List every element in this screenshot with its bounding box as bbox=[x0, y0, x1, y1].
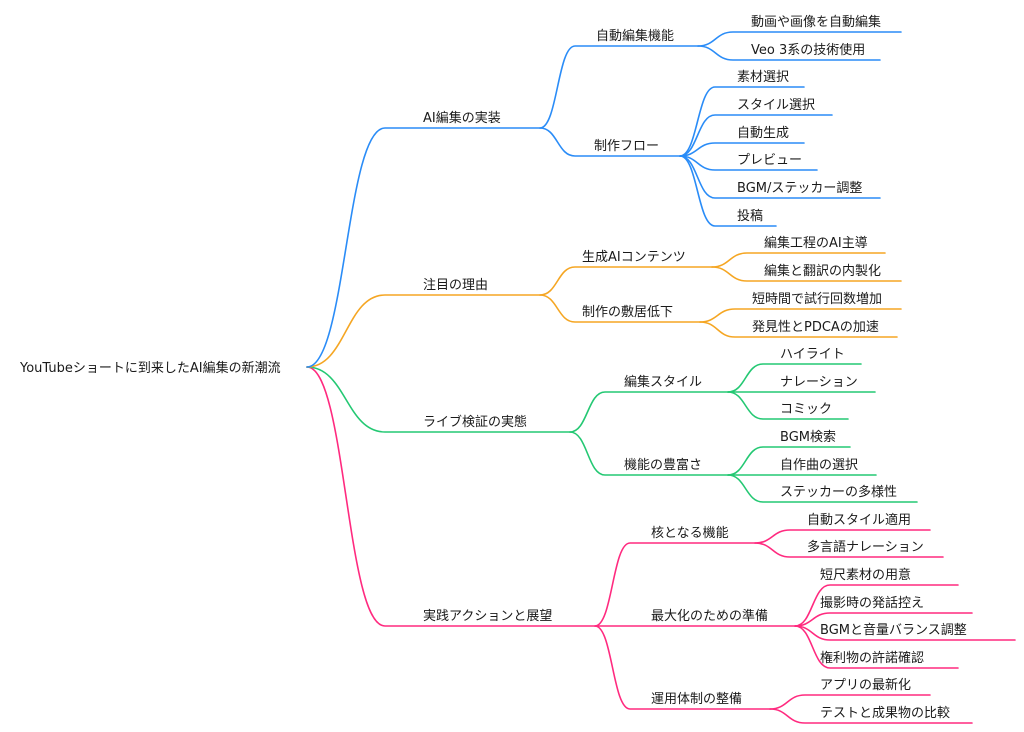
leaf-connector bbox=[794, 625, 959, 669]
leaf-node[interactable]: 自動生成 bbox=[737, 126, 789, 141]
leaf-node[interactable]: ナレーション bbox=[780, 375, 858, 390]
subtopic-node[interactable]: 生成AIコンテンツ bbox=[582, 250, 686, 265]
subtopic-node[interactable]: 制作の敷居低下 bbox=[582, 305, 673, 320]
leaf-node[interactable]: 撮影時の発話控え bbox=[820, 595, 924, 611]
branch-connector bbox=[306, 127, 541, 368]
leaf-connector bbox=[711, 266, 902, 282]
leaf-node[interactable]: 素材選択 bbox=[737, 70, 789, 85]
leaf-connector bbox=[727, 446, 851, 476]
leaf-connector bbox=[727, 363, 862, 393]
subtopic-connector bbox=[539, 45, 699, 129]
subtopic-node[interactable]: 機能の豊富さ bbox=[624, 457, 702, 473]
leaf-connector bbox=[697, 31, 902, 47]
leaf-node[interactable]: 動画や画像を自動編集 bbox=[751, 14, 881, 30]
leaf-node[interactable]: プレビュー bbox=[737, 153, 802, 168]
leaf-node[interactable]: BGM検索 bbox=[780, 430, 836, 445]
subtopic-node[interactable]: 編集スタイル bbox=[624, 374, 702, 390]
leaf-node[interactable]: コミック bbox=[780, 402, 832, 417]
topic-node[interactable]: 実践アクションと展望 bbox=[423, 608, 552, 624]
subtopic-connector bbox=[569, 391, 729, 433]
leaf-connector bbox=[727, 391, 849, 420]
leaf-node[interactable]: BGM/ステッカー調整 bbox=[737, 181, 862, 196]
subtopic-node[interactable]: 核となる機能 bbox=[651, 526, 729, 541]
leaf-node[interactable]: BGMと音量バランス調整 bbox=[820, 622, 967, 638]
leaf-node[interactable]: 投稿 bbox=[737, 208, 763, 224]
leaf-connector bbox=[794, 625, 1016, 641]
leaf-node[interactable]: 短尺素材の用意 bbox=[820, 567, 911, 583]
leaf-node[interactable]: 短時間で試行回数増加 bbox=[752, 291, 882, 307]
leaf-connector bbox=[699, 308, 902, 323]
leaf-connector bbox=[699, 321, 898, 338]
leaf-node[interactable]: ハイライト bbox=[780, 347, 845, 362]
leaf-node[interactable]: 自動スタイル適用 bbox=[807, 512, 911, 528]
leaf-connector bbox=[754, 542, 944, 558]
leaf-connector bbox=[679, 155, 818, 171]
leaf-node[interactable]: 編集と翻訳の内製化 bbox=[764, 263, 881, 279]
leaf-connector bbox=[769, 694, 931, 710]
leaf-node[interactable]: 多言語ナレーション bbox=[807, 539, 924, 555]
topic-node[interactable]: 注目の理由 bbox=[423, 278, 488, 293]
leaf-node[interactable]: 権利物の許諾確認 bbox=[820, 650, 924, 666]
leaf-node[interactable]: 自作曲の選択 bbox=[780, 458, 858, 473]
subtopic-connector bbox=[539, 294, 701, 323]
leaf-connector bbox=[697, 45, 881, 61]
subtopic-connector bbox=[594, 542, 756, 627]
leaf-node[interactable]: 発見性とPDCAの加速 bbox=[752, 320, 879, 335]
subtopic-connector bbox=[539, 266, 713, 296]
subtopic-connector bbox=[539, 127, 681, 157]
subtopic-node[interactable]: 自動編集機能 bbox=[596, 28, 674, 44]
branch-connector bbox=[306, 366, 596, 627]
branch-connector bbox=[306, 294, 541, 368]
topic-node[interactable]: ライブ検証の実態 bbox=[423, 414, 527, 430]
leaf-connector bbox=[711, 252, 886, 268]
subtopic-connector bbox=[569, 431, 729, 476]
leaf-connector bbox=[769, 708, 973, 724]
topic-node[interactable]: AI編集の実装 bbox=[423, 110, 501, 126]
leaf-connector bbox=[794, 584, 959, 627]
subtopic-node[interactable]: 運用体制の整備 bbox=[651, 691, 742, 707]
leaf-connector bbox=[679, 155, 777, 227]
leaf-node[interactable]: ステッカーの多様性 bbox=[780, 484, 897, 500]
root-node[interactable]: YouTubeショートに到来したAI編集の新潮流 bbox=[19, 360, 281, 376]
subtopic-node[interactable]: 最大化のための準備 bbox=[651, 608, 768, 624]
leaf-connector bbox=[679, 155, 881, 199]
branch-connector bbox=[306, 366, 571, 433]
leaf-node[interactable]: アプリの最新化 bbox=[820, 677, 911, 693]
leaf-node[interactable]: 編集工程のAI主導 bbox=[764, 235, 868, 251]
leaf-node[interactable]: テストと成果物の比較 bbox=[820, 706, 950, 721]
leaf-node[interactable]: スタイル選択 bbox=[737, 98, 815, 113]
leaf-node[interactable]: Veo 3系の技術使用 bbox=[751, 42, 865, 58]
subtopic-node[interactable]: 制作フロー bbox=[594, 139, 659, 154]
leaf-connector bbox=[754, 529, 931, 544]
subtopic-connector bbox=[594, 625, 771, 710]
leaf-connector bbox=[727, 474, 918, 503]
leaf-connector bbox=[679, 86, 805, 157]
